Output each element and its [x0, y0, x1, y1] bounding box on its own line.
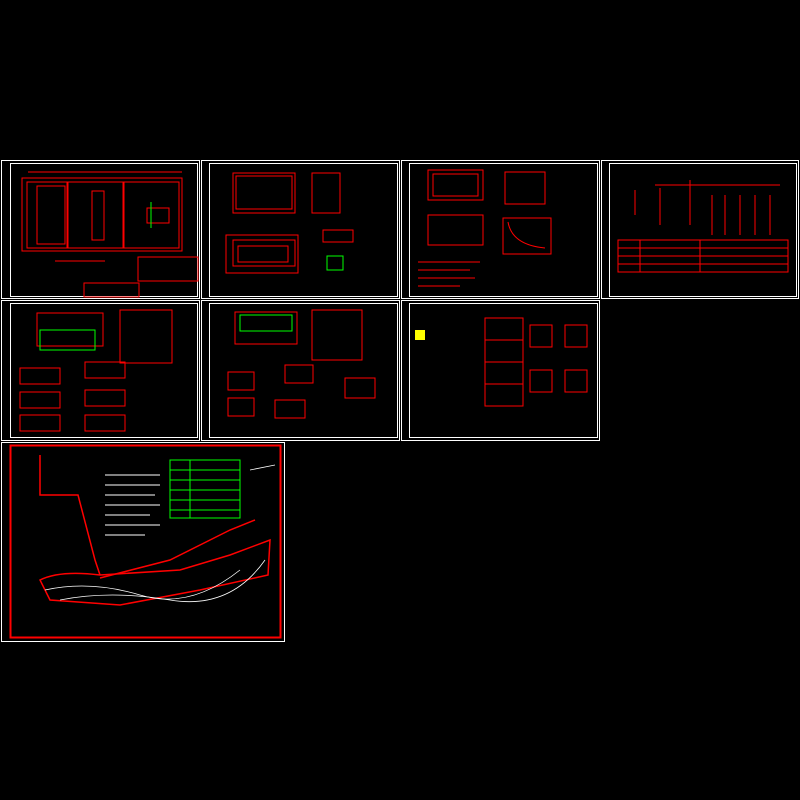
panel-drawings — [19, 309, 376, 432]
site-plan-notes — [105, 474, 160, 536]
sheet-1[interactable] — [1, 160, 200, 299]
sheet-4[interactable] — [601, 160, 799, 299]
sheet-8-inner-frame — [9, 444, 282, 639]
plan-drawing — [21, 171, 199, 298]
site-plan-routes — [38, 455, 271, 606]
tank-drawing — [418, 169, 552, 287]
sheet-5[interactable] — [1, 300, 200, 441]
sheet-6[interactable] — [201, 300, 400, 441]
legend-table — [169, 459, 241, 519]
panel-green-outline-2 — [239, 314, 293, 332]
sheet-7[interactable] — [401, 300, 600, 441]
single-line-diagram — [617, 180, 789, 273]
panel-green-outline-1 — [39, 329, 96, 351]
site-plan-contours — [44, 464, 276, 603]
elevation-drawing — [225, 172, 354, 274]
sheet-8[interactable] — [1, 442, 285, 642]
sheet-3[interactable] — [401, 160, 600, 299]
tables-and-details — [484, 317, 588, 407]
sheet-2[interactable] — [201, 160, 400, 299]
detail-green-box — [326, 255, 344, 271]
legend-yellow-symbol — [415, 330, 425, 340]
